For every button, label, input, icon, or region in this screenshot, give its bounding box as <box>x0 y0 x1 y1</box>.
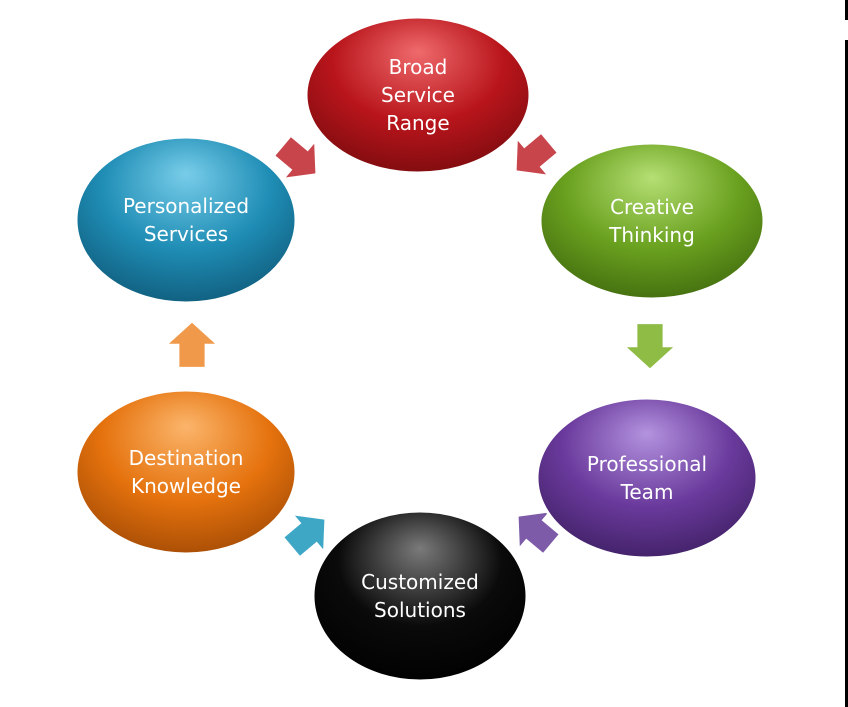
node-label-professional-team-1: Team <box>620 480 674 504</box>
node-label-customized-solutions-0: Customized <box>361 570 479 594</box>
node-label-broad-service-range-2: Range <box>386 111 449 135</box>
node-ellipse-professional-team <box>535 396 759 560</box>
node-ellipse-personalized-services <box>74 135 298 305</box>
right-edge-rule-lower <box>845 40 848 707</box>
arrow-creative-to-professional <box>626 324 674 369</box>
arrows-layer <box>168 134 674 556</box>
nodes-layer: BroadServiceRangeCreativeThinkingProfess… <box>74 15 766 683</box>
node-ellipse-customized-solutions <box>311 509 529 683</box>
arrow-professional-to-customized <box>518 512 559 553</box>
node-label-creative-thinking-0: Creative <box>610 195 694 219</box>
node-ellipse-broad-service-range <box>304 15 532 175</box>
arrow-customized-to-destination <box>284 515 325 556</box>
node-label-broad-service-range-1: Service <box>381 83 455 107</box>
node-label-customized-solutions-1: Solutions <box>374 598 466 622</box>
arrow-personalized-to-broad <box>275 137 316 178</box>
node-label-personalized-services-1: Services <box>144 222 228 246</box>
node-label-destination-knowledge-1: Knowledge <box>131 474 241 498</box>
node-label-destination-knowledge-0: Destination <box>129 446 244 470</box>
node-ellipse-destination-knowledge <box>74 388 298 556</box>
arrow-destination-to-personalized <box>168 322 216 367</box>
node-label-broad-service-range-0: Broad <box>389 55 448 79</box>
node-label-personalized-services-0: Personalized <box>123 194 249 218</box>
right-edge-rule <box>845 0 848 20</box>
node-ellipse-creative-thinking <box>538 141 766 301</box>
arrow-broad-to-creative <box>516 134 557 175</box>
node-label-creative-thinking-1: Thinking <box>608 223 695 247</box>
node-label-professional-team-0: Professional <box>587 452 707 476</box>
